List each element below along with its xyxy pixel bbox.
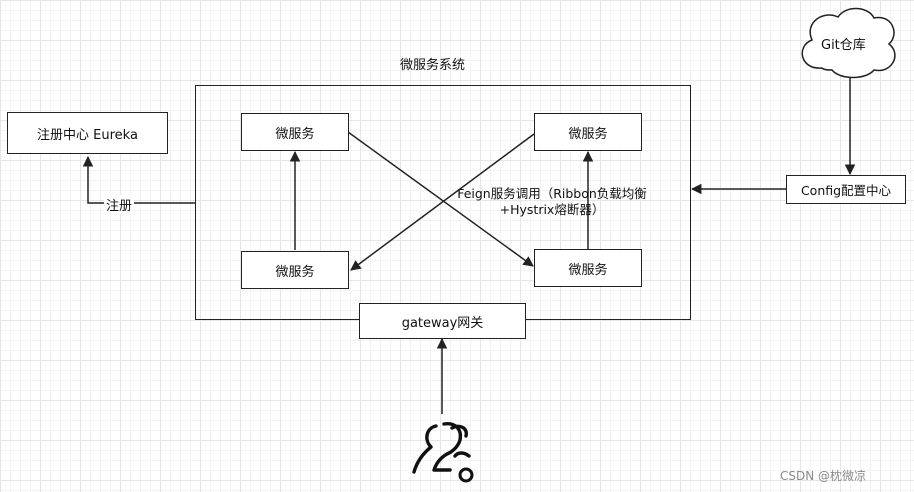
system-title: 微服务系统	[400, 58, 466, 73]
service-node-bottom-right[interactable]: 微服务	[534, 249, 642, 287]
service-node-top-left[interactable]: 微服务	[241, 113, 349, 151]
git-repo-label[interactable]: Git仓库	[821, 38, 866, 53]
git-cloud-shape	[801, 7, 896, 79]
service-node-bottom-left[interactable]: 微服务	[241, 251, 349, 289]
feign-call-label-line2: +Hystrix熔断器）	[499, 202, 605, 217]
gateway-node[interactable]: gateway网关	[359, 303, 526, 339]
edge-service-tr-to-bl	[350, 133, 535, 271]
register-edge	[82, 155, 195, 204]
register-edge-label: 注册	[104, 195, 135, 214]
edge-service-tl-to-br	[347, 131, 534, 267]
registry-eureka-node[interactable]: 注册中心 Eureka	[7, 112, 168, 154]
feign-call-label-line1: Feign服务调用（Ribbon负载均衡	[457, 186, 647, 201]
users-icon	[412, 422, 474, 483]
watermark: CSDN @枕微凉	[780, 469, 867, 483]
config-center-node[interactable]: Config配置中心	[786, 175, 906, 204]
service-node-top-right[interactable]: 微服务	[534, 113, 642, 151]
feign-call-label: Feign服务调用（Ribbon负载均衡 +Hystrix熔断器）	[452, 186, 652, 218]
